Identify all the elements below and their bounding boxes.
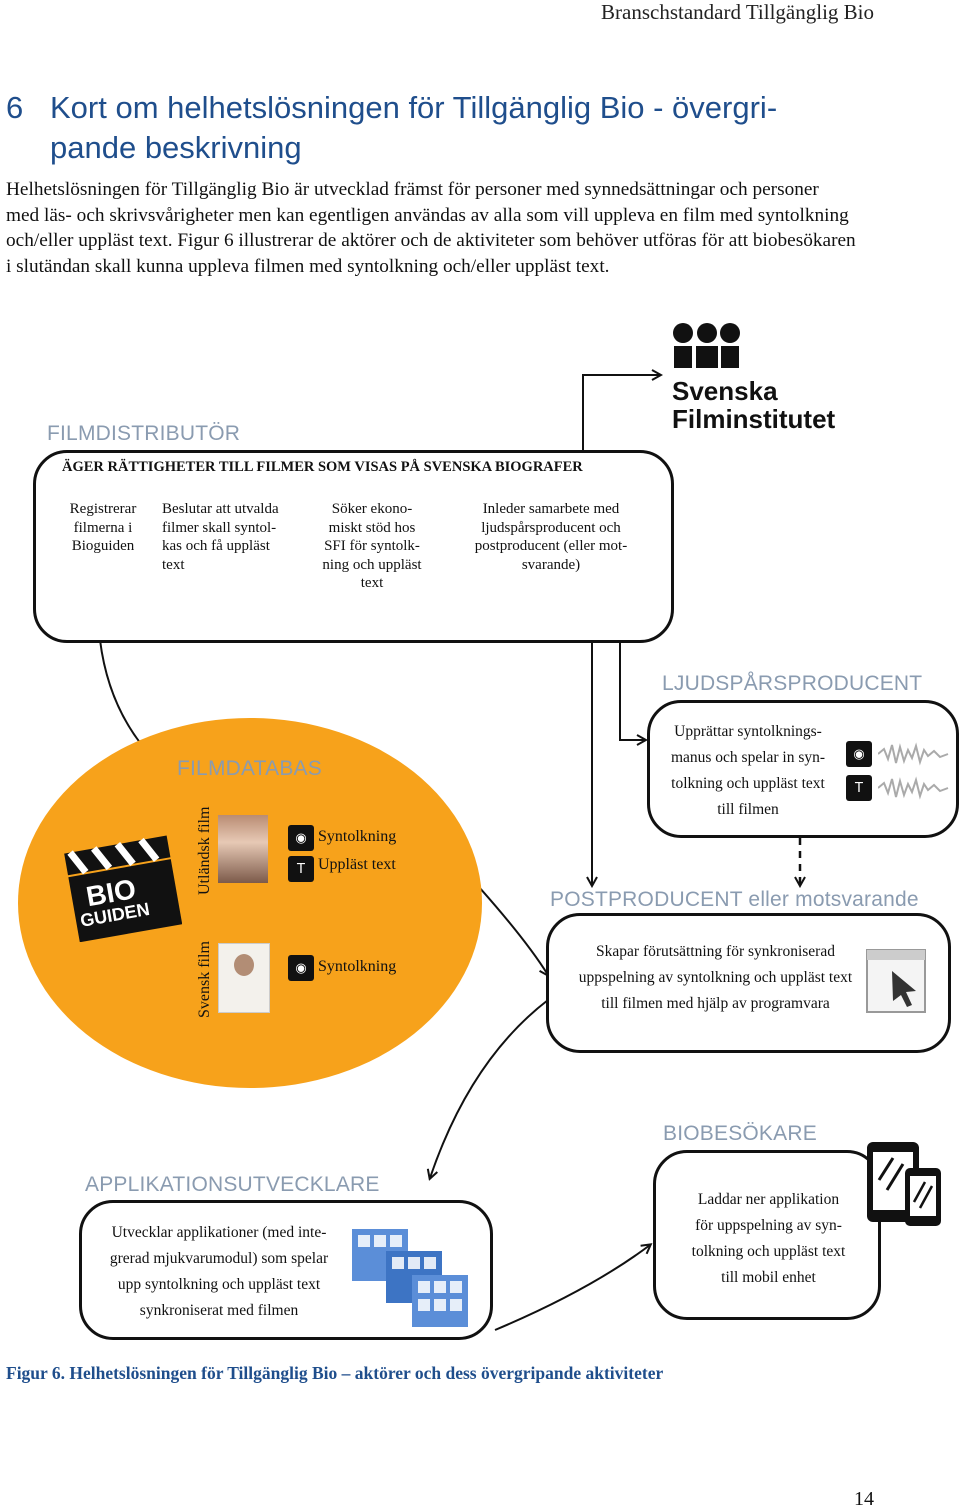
sfi-logo-line1: Svenska <box>672 376 778 406</box>
eye-audio-description-icon: ◉ <box>288 825 314 851</box>
intro-paragraph: Helhetslösningen för Tillgänglig Bio är … <box>6 179 856 277</box>
sfi-logo: Svenska Filminstitutet <box>672 322 835 433</box>
sound-wave-icon <box>878 742 949 800</box>
swedish-film-poster <box>218 943 270 1013</box>
ljudspar-label: LJUDSPÅRSPRODUCENT <box>662 672 923 695</box>
clapperboard-icon <box>64 835 183 943</box>
t-read-aloud-icon: T <box>846 775 872 801</box>
ljudspar-box: Upprättar syntolknings-manus och spelar … <box>647 700 959 838</box>
mobile-phones-icon <box>867 1142 941 1226</box>
eye-audio-description-icon: ◉ <box>288 955 314 981</box>
swedish-film-label: Svensk film <box>196 941 213 1018</box>
post-to-app-arrow <box>430 999 549 1178</box>
section-title-line2: pande beskrivning <box>50 130 302 165</box>
filmdistributor-label: FILMDISTRIBUTÖR <box>47 422 241 445</box>
sfi-connector <box>582 375 660 450</box>
biobesokare-label: BIOBESÖKARE <box>663 1122 817 1145</box>
appdev-label: APPLIKATIONSUTVECKLARE <box>85 1173 380 1196</box>
app-screens-icon <box>352 1229 468 1327</box>
app-to-visitor-arrow <box>494 1245 650 1331</box>
sfi-logo-line2: Filminstitutet <box>672 404 836 434</box>
eye-audio-description-icon: ◉ <box>846 741 872 767</box>
to-ljudspar-arrow <box>619 643 645 740</box>
filmdatabas-label: FILMDATABAS <box>177 757 322 780</box>
appdev-box: Utvecklar applikationer (med inte-grerad… <box>79 1200 493 1340</box>
page-number: 14 <box>854 1488 874 1510</box>
bioguiden-logo: BIO GUIDEN <box>62 822 183 943</box>
foreign-film-label: Utländsk film <box>196 806 213 895</box>
foreign-film-poster <box>218 815 268 883</box>
foreign-tag-upplast: Uppläst text <box>318 856 396 873</box>
running-header: Branschstandard Tillgänglig Bio <box>601 0 874 24</box>
t-read-aloud-icon: T <box>288 856 314 882</box>
ljudspar-text: Upprättar syntolknings-manus och spelar … <box>670 723 826 818</box>
filmdistributor-box: ÄGER RÄTTIGHETER TILL FILMER SOM VISAS P… <box>33 450 674 643</box>
software-window-icon <box>866 949 926 1013</box>
swedish-tag-syntolkning: Syntolkning <box>318 958 397 975</box>
section-number: 6 <box>6 90 24 125</box>
appdev-text: Utvecklar applikationer (med inte-grerad… <box>109 1224 329 1319</box>
sfi-logo-icon <box>673 323 740 368</box>
section-title-line1: Kort om helhetslösningen för Tillgänglig… <box>50 90 778 125</box>
foreign-tag-syntolkning: Syntolkning <box>318 828 397 845</box>
figure-caption: Figur 6. Helhetslösningen för Tillgängli… <box>6 1363 664 1383</box>
postproducent-label: POSTPRODUCENT eller motsvarande <box>550 888 919 911</box>
filmdistributor-heading: ÄGER RÄTTIGHETER TILL FILMER SOM VISAS P… <box>62 459 583 475</box>
